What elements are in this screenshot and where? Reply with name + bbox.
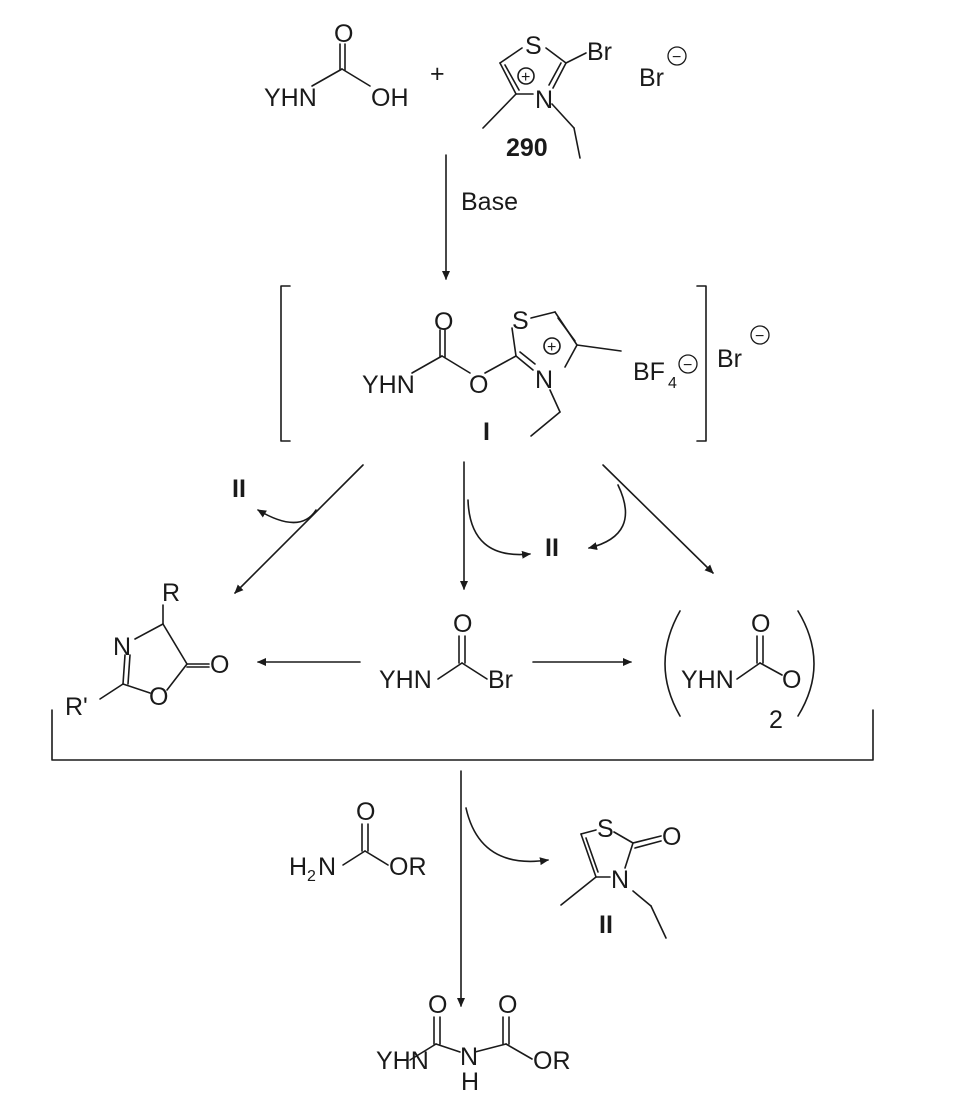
ox-o: O bbox=[210, 651, 229, 679]
product-bonds bbox=[409, 1016, 533, 1061]
curved-arrow-ii-left bbox=[257, 509, 317, 524]
intermediate-bonds bbox=[411, 311, 622, 437]
acid-oh: OH bbox=[371, 84, 409, 112]
ox-r2: R' bbox=[65, 693, 88, 721]
thiazolone-bonds bbox=[560, 829, 667, 939]
ab-o: O bbox=[453, 610, 472, 638]
reagent-counterion: Br bbox=[639, 64, 664, 92]
thiazolium-ring-bonds bbox=[482, 47, 587, 159]
arrow-to-anhydride bbox=[602, 464, 714, 574]
acid-y: YHN bbox=[264, 84, 317, 112]
int-br: Br bbox=[717, 345, 742, 373]
cb-o: O bbox=[356, 798, 375, 826]
reagent-br: Br bbox=[587, 38, 612, 66]
int-minus: − bbox=[683, 357, 692, 374]
anhydride-bonds bbox=[664, 610, 815, 717]
an-y: YHN bbox=[681, 666, 734, 694]
reagent-plus: + bbox=[521, 69, 530, 86]
oxazolone-bonds bbox=[99, 604, 210, 700]
pr-h: H bbox=[461, 1068, 479, 1096]
pr-o2: O bbox=[498, 991, 517, 1019]
pr-or: OR bbox=[533, 1047, 571, 1075]
cb-h: H bbox=[289, 853, 307, 881]
int-sub4: 4 bbox=[668, 375, 677, 392]
ab-br: Br bbox=[488, 666, 513, 694]
ox-r: R bbox=[162, 579, 180, 607]
left-bracket bbox=[280, 285, 291, 442]
an-o: O bbox=[751, 610, 770, 638]
an-o2: O bbox=[782, 666, 801, 694]
an-sub: 2 bbox=[769, 706, 783, 734]
arrow-to-oxazolone bbox=[234, 464, 364, 594]
reagent-label: 290 bbox=[506, 134, 548, 162]
tz-s: S bbox=[597, 815, 614, 843]
curved-arrow-thiazolone bbox=[465, 807, 549, 866]
curved-arrow-ii-center bbox=[467, 499, 531, 559]
tz-label: II bbox=[599, 911, 613, 939]
int-label: I bbox=[483, 418, 490, 446]
int-o2: O bbox=[469, 371, 488, 399]
int-o: O bbox=[434, 308, 453, 336]
acylbromide-bonds bbox=[437, 635, 488, 680]
reagent-n: N bbox=[535, 86, 553, 114]
pr-n: N bbox=[460, 1043, 478, 1071]
int-y: YHN bbox=[362, 371, 415, 399]
right-bracket bbox=[696, 285, 707, 442]
carbamate-bonds bbox=[342, 823, 389, 866]
cb-n: N bbox=[318, 853, 336, 881]
ii-left: II bbox=[232, 475, 246, 503]
tz-n: N bbox=[611, 866, 629, 894]
ab-y: YHN bbox=[379, 666, 432, 694]
int-s: S bbox=[512, 307, 529, 335]
curved-arrow-ii-right bbox=[588, 484, 627, 550]
bottom-bracket bbox=[51, 709, 874, 761]
reagent-s: S bbox=[525, 32, 542, 60]
cb-sub2: 2 bbox=[307, 868, 316, 885]
pr-o1: O bbox=[428, 991, 447, 1019]
ii-center: II bbox=[545, 534, 559, 562]
int-bf: BF bbox=[633, 358, 665, 386]
int-minus2: − bbox=[755, 328, 764, 345]
ox-o2: O bbox=[149, 683, 168, 711]
int-plus: + bbox=[547, 339, 556, 356]
cb-or: OR bbox=[389, 853, 427, 881]
carboxylic-acid-bonds bbox=[311, 43, 371, 87]
pr-y: YHN bbox=[376, 1047, 429, 1075]
ox-n: N bbox=[113, 633, 131, 661]
base-label: Base bbox=[461, 188, 518, 216]
plus: + bbox=[430, 60, 445, 88]
acid-o: O bbox=[334, 20, 353, 48]
reagent-minus: − bbox=[672, 49, 681, 66]
tz-o: O bbox=[662, 823, 681, 851]
int-n: N bbox=[535, 366, 553, 394]
